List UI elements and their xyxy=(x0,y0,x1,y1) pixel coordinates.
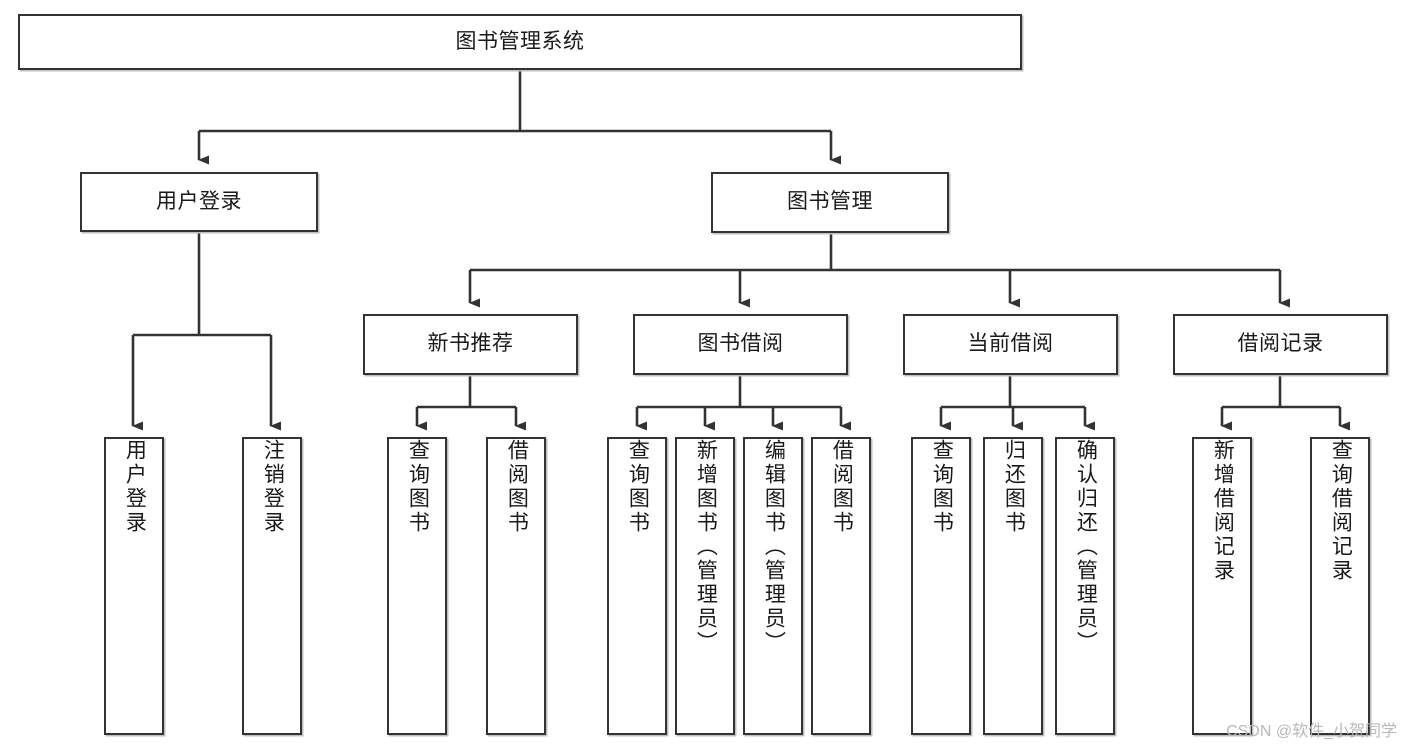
node-leaf-confirm-return-label: 确认归还（管理员） xyxy=(1074,439,1098,655)
node-leaf-query-book-1[interactable]: 查询图书 xyxy=(387,437,447,735)
node-leaf-add-record-label: 新增借阅记录 xyxy=(1211,439,1235,583)
node-leaf-return-book-label: 归还图书 xyxy=(1002,439,1026,535)
node-leaf-borrow-book-1-label: 借阅图书 xyxy=(505,439,529,535)
node-leaf-query-record-label: 查询借阅记录 xyxy=(1329,439,1353,583)
node-leaf-query-book-3[interactable]: 查询图书 xyxy=(911,437,971,735)
node-leaf-query-record[interactable]: 查询借阅记录 xyxy=(1310,437,1370,735)
node-current-borrow-label: 当前借阅 xyxy=(967,332,1054,356)
node-root-label: 图书管理系统 xyxy=(455,29,585,53)
node-new-book-recommend-label: 新书推荐 xyxy=(427,332,514,356)
node-leaf-borrow-book-1[interactable]: 借阅图书 xyxy=(486,437,546,735)
node-leaf-query-book-2-label: 查询图书 xyxy=(626,439,650,535)
node-leaf-edit-book-label: 编辑图书（管理员） xyxy=(762,439,786,655)
node-borrow-record[interactable]: 借阅记录 xyxy=(1173,314,1388,375)
node-leaf-add-record[interactable]: 新增借阅记录 xyxy=(1192,437,1252,735)
node-leaf-user-login-label: 用户登录 xyxy=(123,439,147,535)
node-user-login-label: 用户登录 xyxy=(156,189,242,213)
node-borrow-record-label: 借阅记录 xyxy=(1237,332,1324,356)
node-leaf-add-book-label: 新增图书（管理员） xyxy=(694,439,718,655)
node-leaf-user-logout-label: 注销登录 xyxy=(261,439,285,535)
node-leaf-user-logout[interactable]: 注销登录 xyxy=(242,437,302,735)
node-current-borrow[interactable]: 当前借阅 xyxy=(903,314,1118,375)
node-leaf-user-login[interactable]: 用户登录 xyxy=(104,437,164,735)
node-book-borrow[interactable]: 图书借阅 xyxy=(633,314,848,375)
node-new-book-recommend[interactable]: 新书推荐 xyxy=(363,314,578,375)
node-leaf-add-book[interactable]: 新增图书（管理员） xyxy=(675,437,735,735)
node-leaf-edit-book[interactable]: 编辑图书（管理员） xyxy=(743,437,803,735)
node-leaf-query-book-1-label: 查询图书 xyxy=(406,439,430,535)
node-book-manage[interactable]: 图书管理 xyxy=(711,172,949,233)
node-book-manage-label: 图书管理 xyxy=(787,190,873,214)
node-leaf-query-book-2[interactable]: 查询图书 xyxy=(607,437,667,735)
node-leaf-borrow-book-2[interactable]: 借阅图书 xyxy=(811,437,871,735)
node-leaf-confirm-return[interactable]: 确认归还（管理员） xyxy=(1055,437,1115,735)
node-leaf-borrow-book-2-label: 借阅图书 xyxy=(830,439,854,535)
node-leaf-query-book-3-label: 查询图书 xyxy=(930,439,954,535)
node-root[interactable]: 图书管理系统 xyxy=(18,14,1022,70)
node-book-borrow-label: 图书借阅 xyxy=(697,332,784,356)
node-leaf-return-book[interactable]: 归还图书 xyxy=(983,437,1043,735)
node-user-login[interactable]: 用户登录 xyxy=(80,172,318,232)
